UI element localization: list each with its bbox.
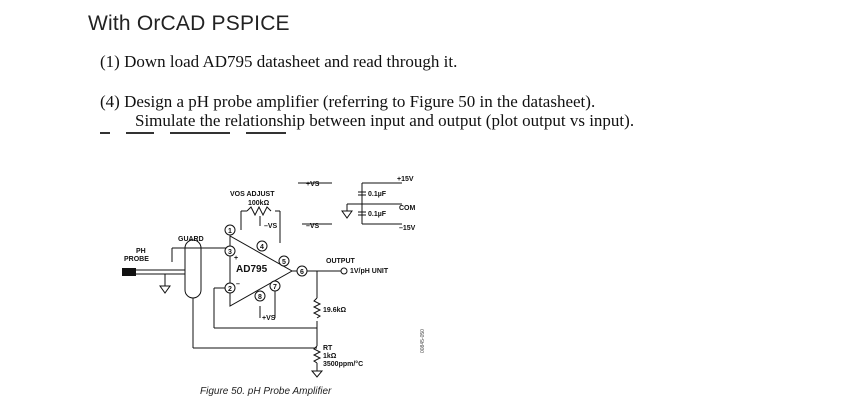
vs-pos-top-label: +VS — [306, 181, 320, 188]
cut-off-text-line — [100, 132, 360, 138]
minus-input-label: – — [236, 281, 240, 288]
pin-2-label: 2 — [228, 286, 232, 293]
rt-value-label: 1kΩ — [323, 353, 337, 360]
pot-value-label: 100kΩ — [248, 200, 270, 207]
pot-resistor-symbol — [246, 205, 272, 217]
task-item-4: (4) Design a pH probe amplifier (referri… — [100, 92, 634, 130]
plus-input-label: + — [234, 255, 238, 262]
rt-tempco-label: 3500ppm/°C — [323, 360, 363, 368]
figure-caption: Figure 50. pH Probe Amplifier — [200, 386, 332, 397]
minus-15v-label: –15V — [399, 225, 416, 232]
output-unit-label: 1V/pH UNIT — [350, 268, 389, 275]
vos-adjust-label: VOS ADJUST — [230, 191, 275, 198]
guard-label: GUARD — [178, 236, 204, 243]
op-amp-symbol — [229, 235, 294, 307]
ph-label: PH — [136, 248, 146, 255]
ph-probe-amplifier-schematic: 1 2 3 4 5 6 7 8 VOS ADJUST 100kΩ +VS –VS… — [122, 176, 416, 378]
plus-15v-label: +15V — [397, 176, 414, 183]
pin-3-label: 3 — [228, 249, 232, 256]
task-item-4-line-1: (4) Design a pH probe amplifier (referri… — [100, 92, 596, 111]
guard-shield — [184, 239, 202, 299]
task-item-4-line-2: Simulate the relationship between input … — [135, 111, 635, 130]
rt-label: RT — [323, 345, 333, 352]
pin-4-label: 4 — [260, 244, 264, 251]
page-heading: With OrCAD PSPICE — [88, 12, 290, 35]
vs-neg-pin-label: –VS — [264, 223, 278, 230]
com-label: COM — [399, 205, 416, 212]
pin-6-label: 6 — [300, 269, 304, 276]
probe-label: PROBE — [124, 256, 149, 263]
pin-5-label: 5 — [282, 259, 286, 266]
cap-1-label: 0.1µF — [368, 191, 387, 198]
resistor-19k6-label: 19.6kΩ — [323, 307, 347, 314]
task-item-1: (1) Down load AD795 datasheet and read t… — [100, 52, 458, 71]
cap-2-label: 0.1µF — [368, 211, 387, 218]
vs-neg-rail-label: –VS — [306, 223, 320, 230]
pin-7-label: 7 — [273, 284, 277, 291]
output-label: OUTPUT — [326, 258, 356, 265]
vs-pos-bottom-label: +VS — [262, 315, 276, 322]
part-number-label: AD795 — [236, 264, 268, 275]
figure-side-id: 00845-050 — [420, 329, 426, 353]
pin-1-label: 1 — [228, 228, 232, 235]
pin-8-label: 8 — [258, 294, 262, 301]
ph-probe-connector — [122, 268, 136, 276]
